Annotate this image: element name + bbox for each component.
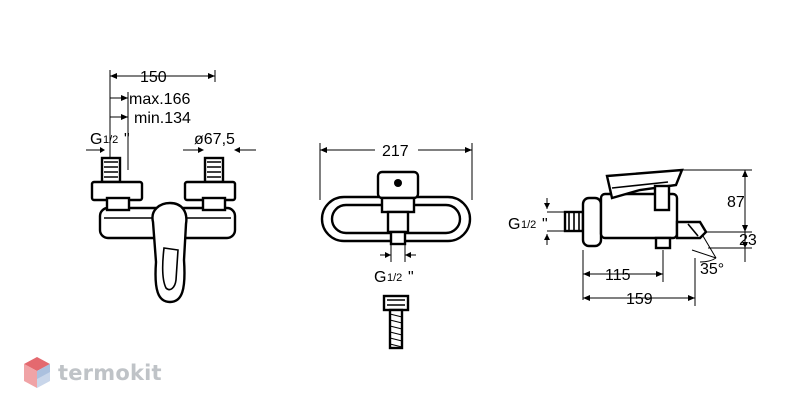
side-escutcheon [581, 196, 603, 248]
side-outlet [654, 236, 672, 250]
cube-left [24, 364, 37, 388]
side-spout [675, 220, 708, 240]
side-depth-total-label: 159 [626, 291, 653, 308]
termokit-logo: termokit [22, 356, 162, 390]
top-width-label: 217 [382, 143, 409, 160]
hose-nut [382, 294, 410, 312]
front-dia-arrow-l [198, 147, 204, 153]
brand-name: termokit [58, 361, 162, 385]
front-thread-arrow [100, 147, 105, 153]
side-diverter [653, 184, 671, 212]
dim-150-label: 150 [140, 69, 167, 86]
front-dia-arrow-r [234, 147, 240, 153]
side-angle-ray [702, 235, 717, 259]
front-connector-left [105, 196, 131, 212]
front-inlet-left-thread [104, 161, 118, 178]
side-thread-frac: 1/2 [521, 219, 536, 231]
hose-nut-thread [387, 299, 405, 306]
cube-icon [24, 357, 50, 388]
front-thread-g: G [90, 131, 102, 148]
front-connector-right [201, 196, 227, 212]
front-view: 150 max.166 min.134 G 1/2 " ø67,5 [86, 69, 256, 304]
side-arrows-87 [742, 170, 748, 232]
front-thread-frac: 1/2 [103, 134, 118, 146]
side-view: G 1/2 " 87 23 [508, 168, 757, 308]
front-inlet-right-thread [207, 161, 221, 178]
side-height-label: 87 [727, 194, 745, 211]
dim-arrow-max [121, 95, 128, 101]
front-diameter-label: ø67,5 [194, 131, 235, 148]
side-lever-line [611, 181, 669, 189]
top-thread-arrows [385, 252, 411, 258]
side-thread-g: G [508, 216, 520, 233]
dim-min-label: min.134 [134, 110, 191, 127]
side-inlet-thread [568, 213, 580, 230]
top-outlet-thread [389, 230, 407, 246]
top-thread-g: G [374, 269, 386, 286]
side-depth-spout-label: 115 [605, 267, 631, 284]
dim-arrow-min [121, 114, 128, 120]
front-lever [151, 201, 188, 304]
side-thread-quote: " [542, 216, 548, 233]
top-thread-frac: 1/2 [387, 272, 402, 284]
side-arrow-23 [742, 242, 748, 248]
top-thread-quote: " [408, 269, 414, 286]
side-spout-aerator [687, 223, 699, 237]
side-spout-height-label: 23 [739, 232, 757, 249]
top-outlet [386, 210, 410, 234]
hose-spiral [389, 313, 403, 348]
dim-max-label: max.166 [129, 91, 190, 108]
side-angle-arc [699, 257, 717, 263]
front-thread-quote: " [124, 131, 130, 148]
top-view: 217 G 1/2 " [319, 143, 473, 350]
top-cartridge-dot [394, 179, 402, 187]
side-angle-label: 35° [700, 261, 724, 278]
front-lever-inner [161, 247, 179, 291]
side-angle-ray2 [691, 249, 717, 259]
cube-shade [37, 364, 50, 379]
top-collar [380, 196, 416, 214]
